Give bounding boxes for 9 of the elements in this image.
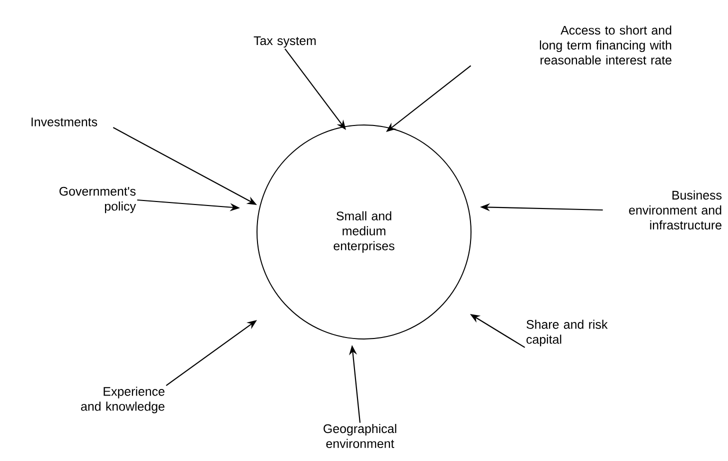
factor-label: Tax system xyxy=(254,36,316,48)
factor-label: Share and risk capital xyxy=(526,320,608,346)
factor-label: Geographical environment xyxy=(324,424,396,448)
factor-label: Access to short and long term financing with reasonable interest rate xyxy=(540,25,672,65)
factor-label: Government's policy xyxy=(60,186,136,214)
circle-node: Small and medium enterprises xyxy=(256,124,472,340)
factor-label: Investments xyxy=(32,118,98,126)
factor-label: Business environment and infrastructure xyxy=(629,190,722,230)
factor-label: Experience and knowledge xyxy=(81,386,164,414)
